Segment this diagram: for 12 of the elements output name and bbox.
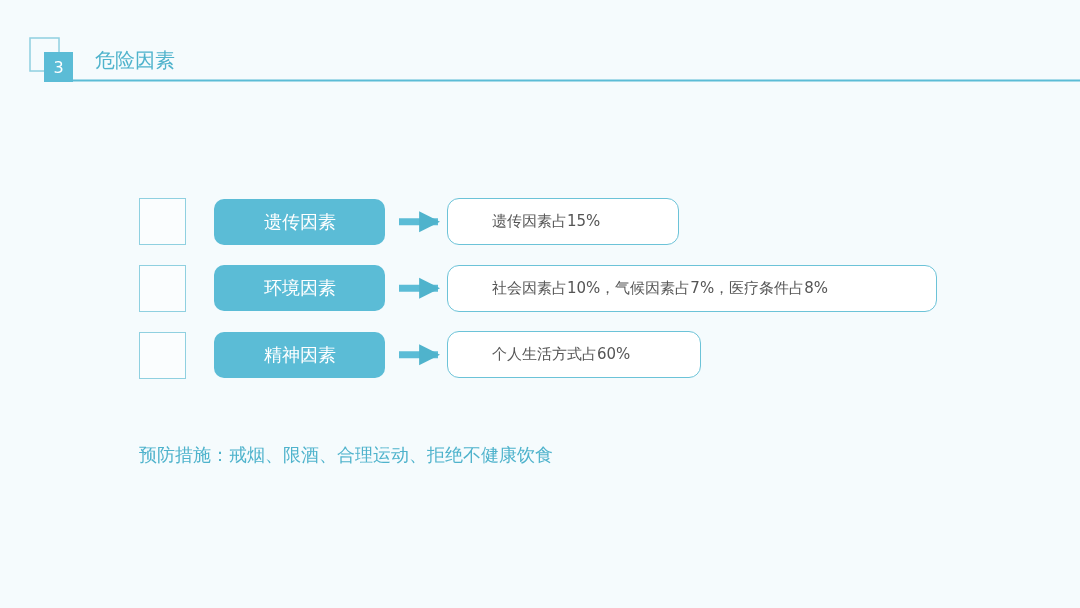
detail-box: 遗传因素占15% [447,198,679,245]
empty-box [139,198,186,245]
category-box: 精神因素 [214,332,385,378]
empty-box [139,332,186,379]
detail-box: 个人生活方式占60% [447,331,701,378]
category-box: 遗传因素 [214,199,385,245]
note-text: 预防措施：戒烟、限酒、合理运动、拒绝不健康饮食 [139,443,553,467]
title: 危险因素 [95,47,175,74]
detail-box: 社会因素占10%，气候因素占7%，医疗条件占8% [447,265,937,312]
category-box: 环境因素 [214,265,385,311]
empty-box [139,265,186,312]
section-number: 3 [44,52,73,82]
